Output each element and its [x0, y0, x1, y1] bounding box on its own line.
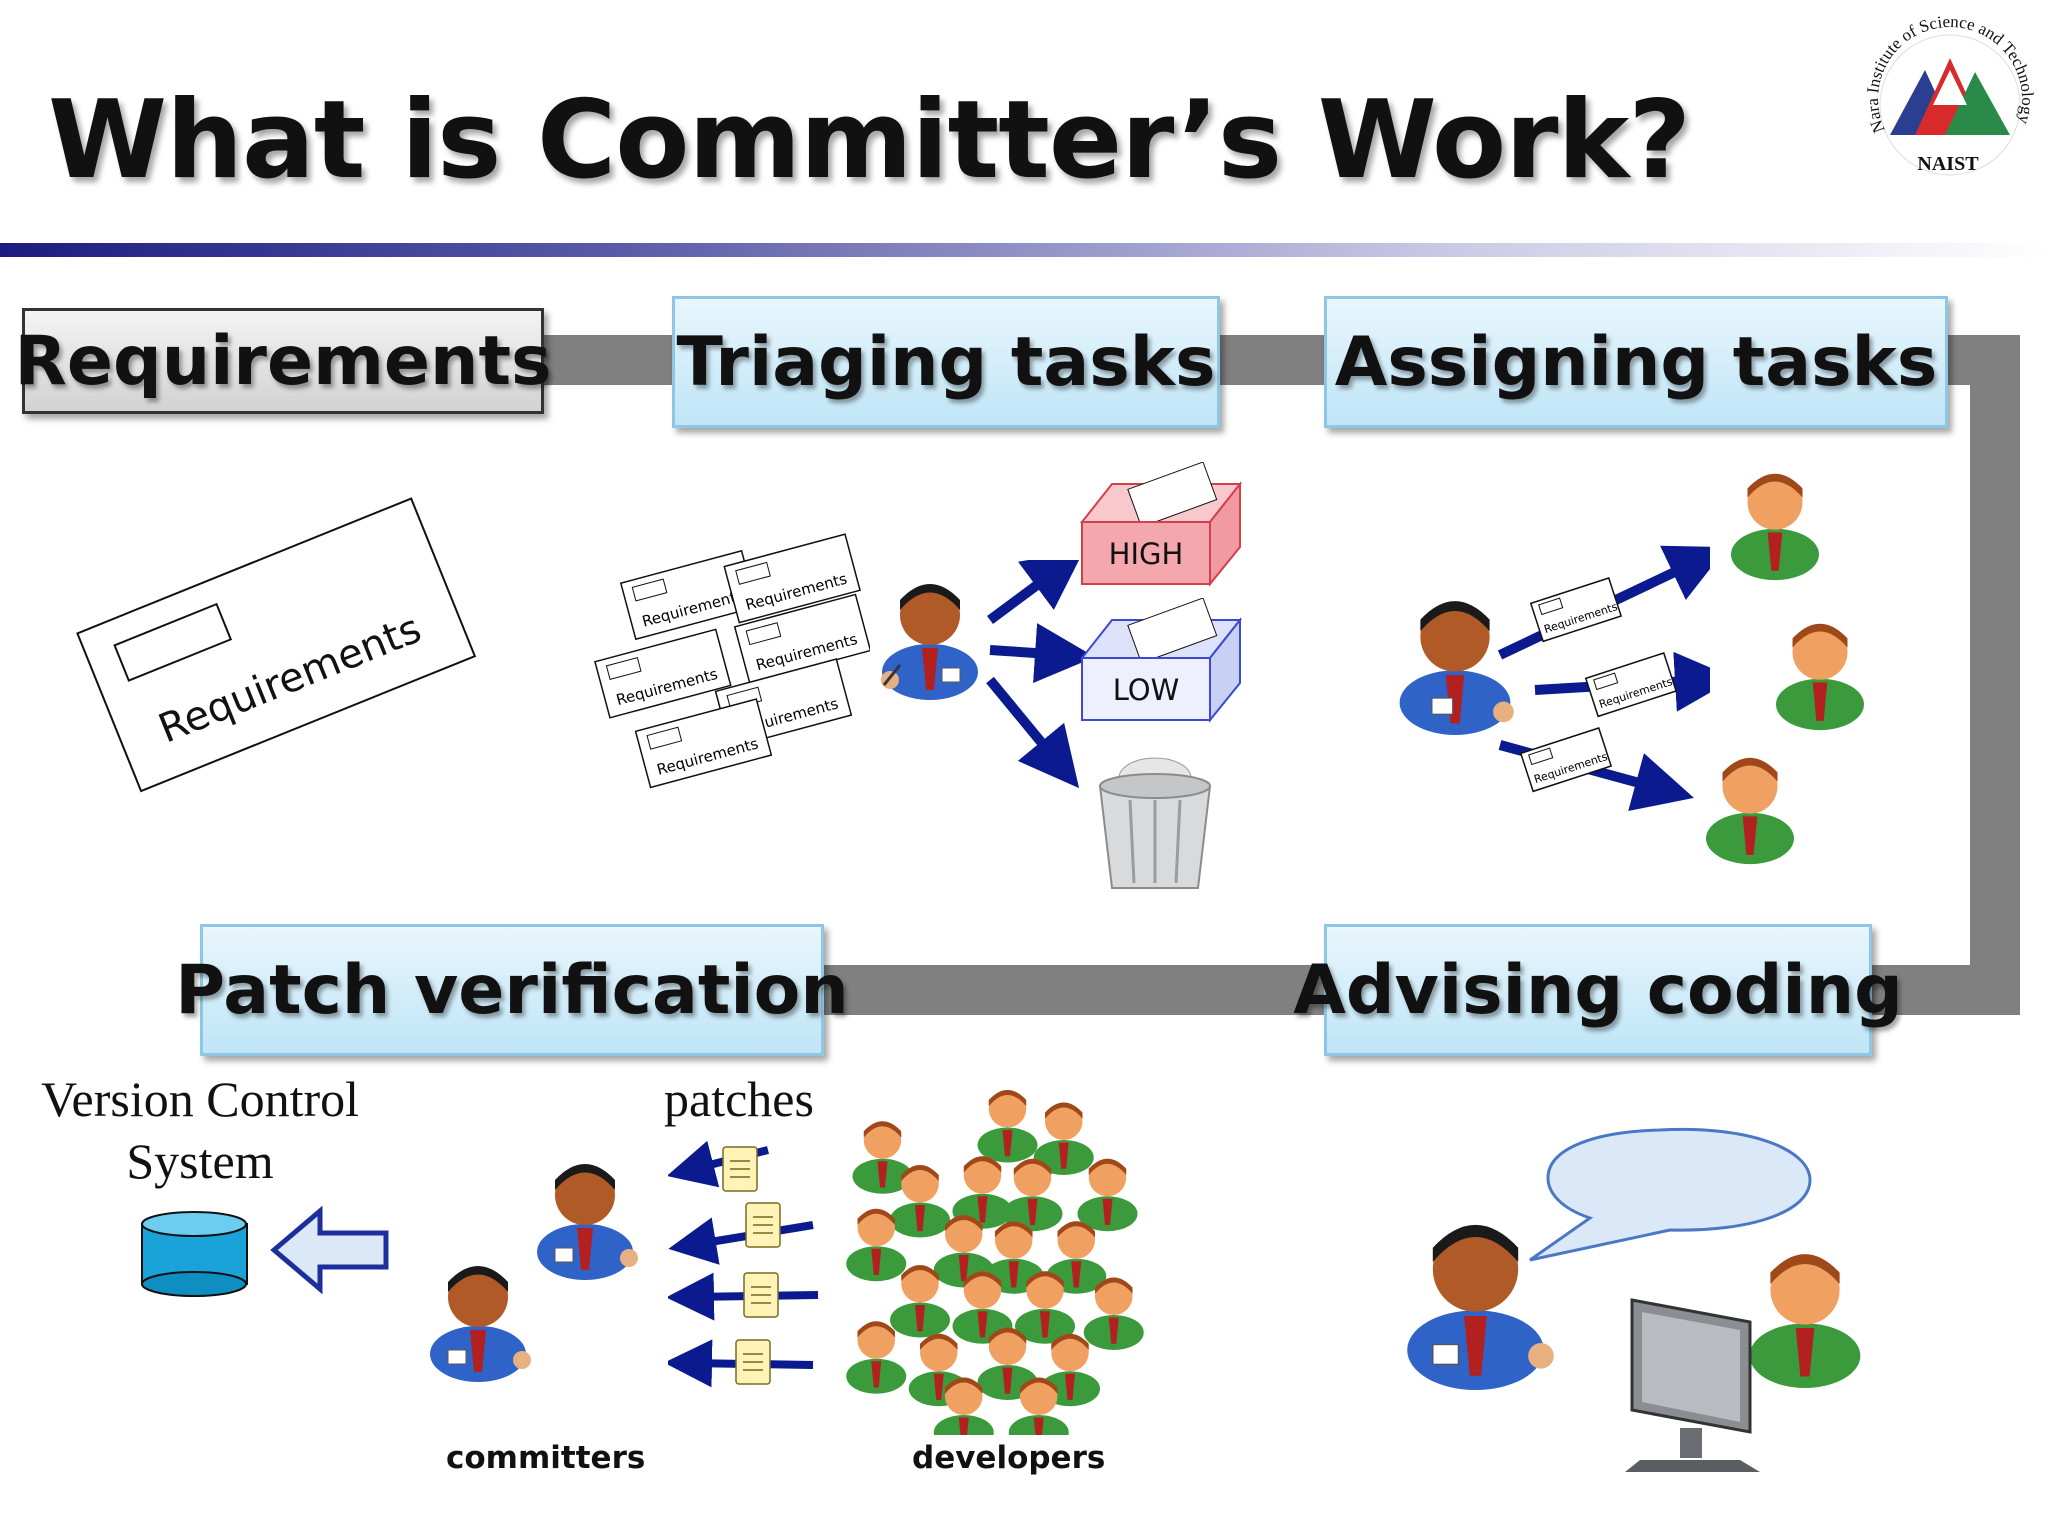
commit-arrow-icon — [270, 1205, 389, 1295]
high-label: HIGH — [1109, 537, 1184, 571]
developers-crowd — [846, 1090, 1144, 1435]
page-title: What is Committer’s Work? — [48, 78, 1691, 203]
assigner-committer-icon — [1399, 601, 1514, 735]
patch-arrows — [668, 1140, 819, 1388]
naist-logo: Nara Institute of Science and Technology… — [1863, 12, 2037, 176]
step-requirements: Requirements — [15, 308, 551, 414]
arrow-to-low — [989, 623, 1090, 683]
patches-label: patches — [664, 1071, 814, 1127]
step-patch-verification: Patch verification — [175, 924, 849, 1056]
step-advising-coding: Advising coding — [1293, 924, 1903, 1056]
low-priority-box: LOW — [1080, 598, 1243, 723]
developer-icon — [1731, 473, 1819, 581]
arrow-to-high — [987, 560, 1085, 625]
vcs-label-line1: Version Control — [40, 1071, 360, 1127]
committers-label: committers — [446, 1440, 646, 1476]
committer-icon — [537, 1164, 638, 1280]
step-triaging-tasks: Triaging tasks — [672, 296, 1220, 428]
assign-arrows: Requirements Requirements Requirements — [1497, 545, 1710, 812]
triage-arrows — [986, 560, 1090, 789]
vcs-label-line2: System — [126, 1133, 274, 1189]
coding-developer-icon — [1749, 1254, 1861, 1388]
requirements-pile: Requirements Requirements Requirements R… — [594, 533, 870, 789]
trash-can-icon — [1098, 757, 1212, 889]
low-label: LOW — [1113, 673, 1180, 707]
committer-icon — [430, 1266, 531, 1382]
computer-monitor-icon — [1625, 1298, 1760, 1472]
database-icon — [141, 1211, 248, 1297]
logo-short-text: NAIST — [1917, 153, 1979, 175]
developer-icon — [1706, 757, 1794, 865]
requirements-document: Requirements — [76, 497, 477, 793]
high-priority-box: HIGH — [1080, 462, 1243, 587]
developer-icon — [1776, 623, 1864, 731]
developers-label: developers — [912, 1440, 1106, 1476]
title-underline — [0, 243, 2048, 257]
triager-committer-icon — [881, 584, 978, 700]
speech-bubble-icon — [1529, 1127, 1812, 1262]
step-assigning-tasks: Assigning tasks — [1324, 296, 1948, 428]
advisor-committer-icon — [1407, 1224, 1554, 1390]
vcs-label: Version Control System — [30, 1068, 370, 1192]
arrow-to-trash — [986, 676, 1080, 789]
